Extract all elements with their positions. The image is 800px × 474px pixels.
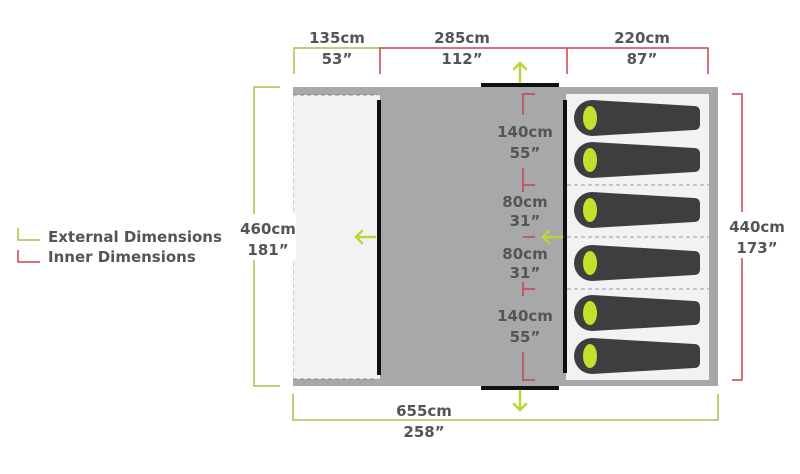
bedroom-length-labels: 140cm 55” 80cm 31” 80cm 31” 140cm 55” xyxy=(497,123,553,346)
arrow-left-icon xyxy=(354,229,377,245)
sleeping-bag-head-icon xyxy=(583,106,597,130)
legend: External Dimensions Inner Dimensions xyxy=(17,228,222,266)
bedroom-2-in: 31” xyxy=(510,212,541,230)
bedroom-length-lines xyxy=(522,93,535,381)
legend-external-line-icon xyxy=(17,228,40,241)
porch-width-in: 53” xyxy=(322,50,353,68)
legend-external-label: External Dimensions xyxy=(48,228,222,246)
front-door[interactable] xyxy=(481,83,559,87)
bedroom-1-cm: 140cm xyxy=(497,123,553,141)
bedroom-wall xyxy=(563,100,567,373)
sleeping-bag-head-icon xyxy=(583,148,597,172)
porch-wall xyxy=(377,100,381,375)
tent-body xyxy=(293,83,718,390)
bedroom-width-cm: 220cm xyxy=(614,29,670,47)
sleeping-bag-icon xyxy=(574,142,700,178)
sleeping-bag-icon xyxy=(574,100,700,136)
bedroom-3-cm: 80cm xyxy=(502,245,547,263)
external-width-in: 258” xyxy=(403,423,444,441)
sleeping-bag-icon xyxy=(574,192,700,228)
external-length-cm: 460cm xyxy=(240,220,296,238)
sleeping-bag-icon xyxy=(574,295,700,331)
sleeping-bag-head-icon xyxy=(583,301,597,325)
sleeping-bag-head-icon xyxy=(583,344,597,368)
living-width-cm: 285cm xyxy=(434,29,490,47)
porch-width-cm: 135cm xyxy=(309,29,365,47)
inner-length-in: 173” xyxy=(736,239,777,257)
bedroom-2-cm: 80cm xyxy=(502,193,547,211)
arrow-up-icon xyxy=(512,61,528,84)
external-length-in: 181” xyxy=(247,241,288,259)
bedroom-4-in: 55” xyxy=(510,328,541,346)
rear-door[interactable] xyxy=(481,386,559,390)
arrow-down-icon xyxy=(512,389,528,412)
sleeping-bag-head-icon xyxy=(583,251,597,275)
sleeping-bag-icon xyxy=(574,338,700,374)
sleeping-bag-icon xyxy=(574,245,700,281)
external-width-line xyxy=(292,394,719,421)
sleeping-bag-head-icon xyxy=(583,198,597,222)
bedroom-4-cm: 140cm xyxy=(497,307,553,325)
external-width-cm: 655cm xyxy=(396,402,452,420)
living-width-in: 112” xyxy=(441,50,482,68)
bedroom-1-in: 55” xyxy=(510,144,541,162)
inner-width-lines xyxy=(379,47,709,74)
legend-inner-label: Inner Dimensions xyxy=(48,248,196,266)
legend-inner-line-icon xyxy=(17,250,40,263)
inner-length-cm: 440cm xyxy=(729,218,785,236)
bedroom-width-in: 87” xyxy=(627,50,658,68)
arrow-left-icon xyxy=(541,229,564,245)
bedroom-3-in: 31” xyxy=(510,264,541,282)
porch-width-line xyxy=(293,47,380,74)
sleeping-bags xyxy=(574,100,700,374)
top-dimensions: 135cm 53” 285cm 112” 220cm 87” xyxy=(293,29,709,74)
